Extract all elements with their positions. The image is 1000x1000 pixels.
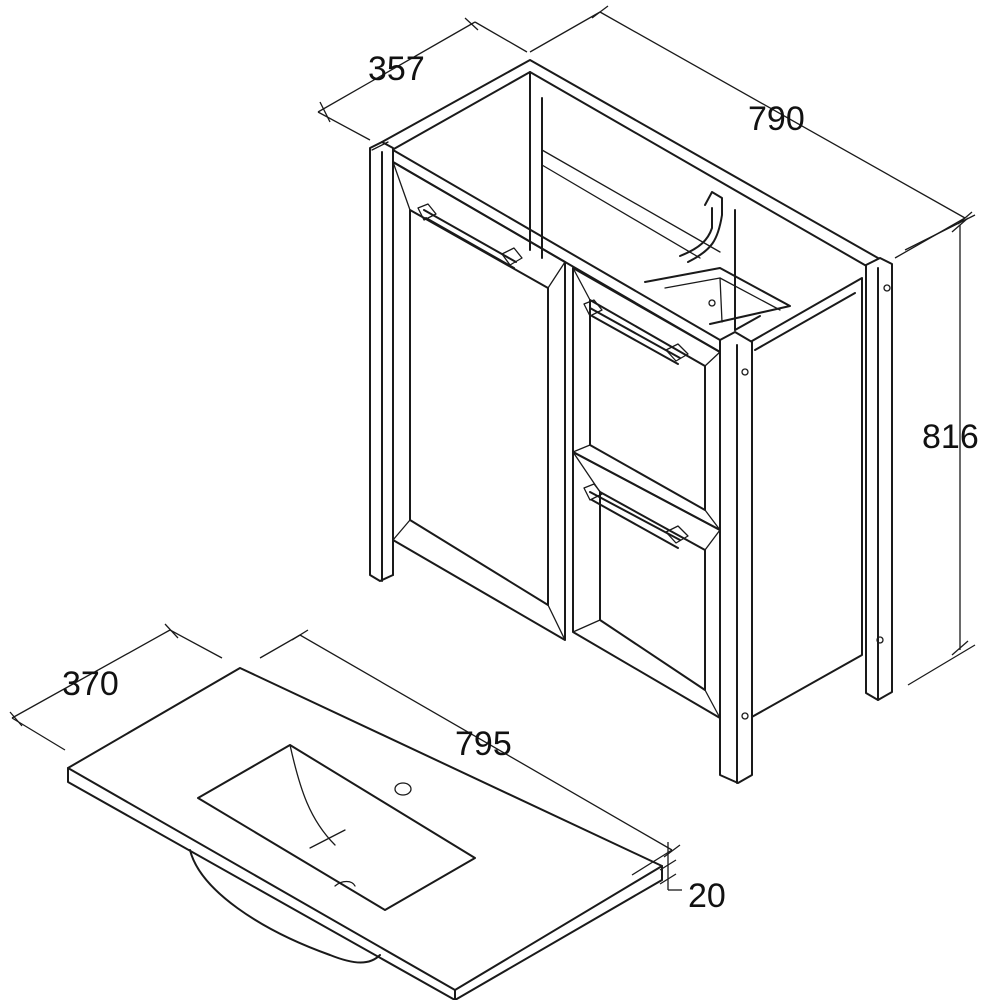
vanity-cabinet xyxy=(369,59,893,784)
drawer-handle-icon xyxy=(583,299,689,365)
dimension-lines xyxy=(9,5,976,891)
basin-slab-edge xyxy=(67,767,663,1000)
dimension-labels: 357 790 816 370 795 20 xyxy=(62,50,979,915)
dimension-cabinet-height: 816 xyxy=(922,418,979,456)
washbasin xyxy=(67,667,663,1000)
cabinet-door-left xyxy=(392,161,566,641)
door-handle-icon xyxy=(417,203,523,269)
basin-bowl-opening xyxy=(197,744,476,911)
dimension-basin-thickness: 20 xyxy=(688,877,726,915)
dimension-basin-width: 795 xyxy=(455,725,512,763)
cabinet-drawer-lower xyxy=(572,451,721,719)
drawer-handle-icon xyxy=(583,483,689,549)
cabinet-leg-back-right xyxy=(865,257,893,701)
cabinet-leg-front-left xyxy=(369,141,394,582)
basin-bowl-underside xyxy=(189,849,381,964)
cabinet-carcass xyxy=(381,59,886,719)
tap-hole-icon xyxy=(394,782,412,796)
dimension-cabinet-depth: 357 xyxy=(368,50,425,88)
basin-top-surface xyxy=(67,667,663,991)
dimension-basin-depth: 370 xyxy=(62,665,119,703)
cabinet-front-rail xyxy=(392,149,721,353)
cabinet-leg-front-right xyxy=(719,331,753,784)
dimension-cabinet-width: 790 xyxy=(748,100,805,138)
